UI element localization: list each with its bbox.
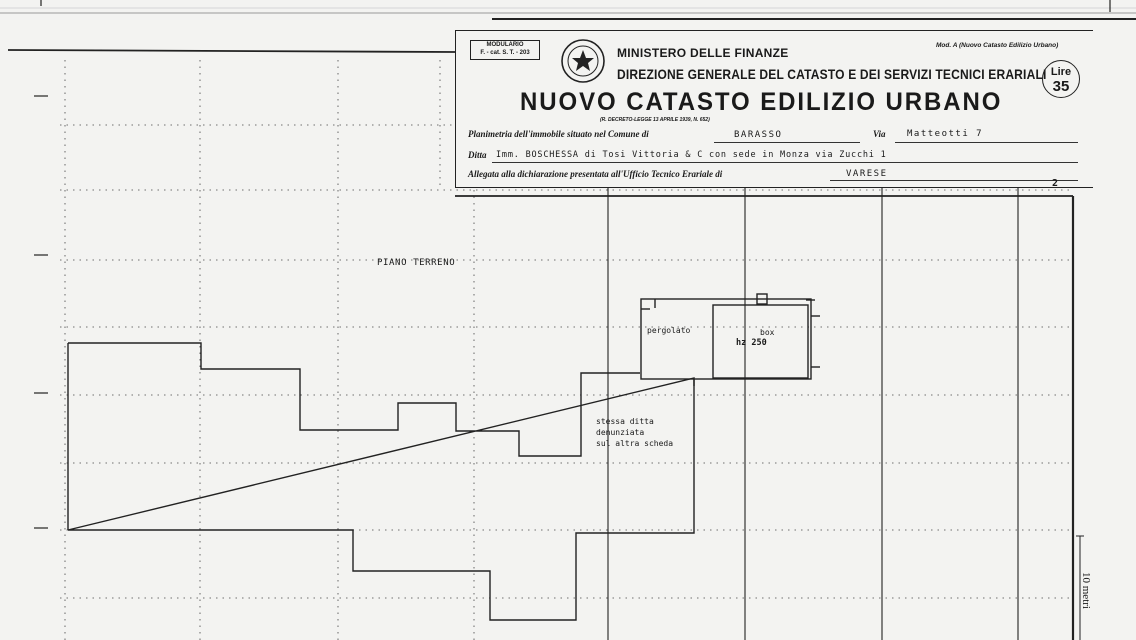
directorate-name: DIREZIONE GENERALE DEL CATASTO E DEI SER… [617, 66, 1047, 82]
stamp-duty-badge: Lire 35 [1042, 60, 1080, 98]
comune-label: Planimetria dell'immobile situato nel Co… [468, 129, 649, 139]
via-label: Via [873, 129, 886, 139]
ditta-value: Imm. BOSCHESSA di Tosi Vittoria & C con … [496, 150, 887, 160]
ditta-label: Ditta [468, 150, 487, 160]
italian-republic-emblem-icon [560, 38, 606, 84]
ministry-name: MINISTERO DELLE FINANZE [617, 46, 789, 60]
box-height-label: hz 250 [736, 338, 767, 348]
document-title: NUOVO CATASTO EDILIZIO URBANO [520, 88, 1003, 116]
form-header-box [455, 30, 1093, 188]
comune-value: BARASSO [734, 130, 783, 140]
ownership-note: stessa ditta denunziata sul altra scheda [596, 417, 674, 448]
pergola-label: pergolato [647, 326, 691, 335]
lire-label: Lire [1050, 66, 1072, 78]
modulario-box: MODULARIO F. - cat. S. T. - 203 [470, 40, 540, 60]
sheet-number: 2 [1052, 178, 1059, 189]
via-value: Matteotti 7 [907, 129, 984, 139]
model-reference: Mod. A (Nuovo Catasto Edilizio Urbano) [936, 42, 1059, 49]
allegata-label: Allegata alla dichiarazione presentata a… [468, 169, 723, 179]
scale-label: 10 metri [1080, 572, 1092, 609]
floor-label: PIANO TERRENO [377, 258, 456, 268]
allegata-value: VARESE [846, 169, 888, 179]
decree-reference: (R. DECRETO-LEGGE 13 APRILE 1939, N. 652… [600, 117, 710, 123]
lire-value: 35 [1052, 78, 1070, 95]
box-label: box [760, 328, 775, 337]
